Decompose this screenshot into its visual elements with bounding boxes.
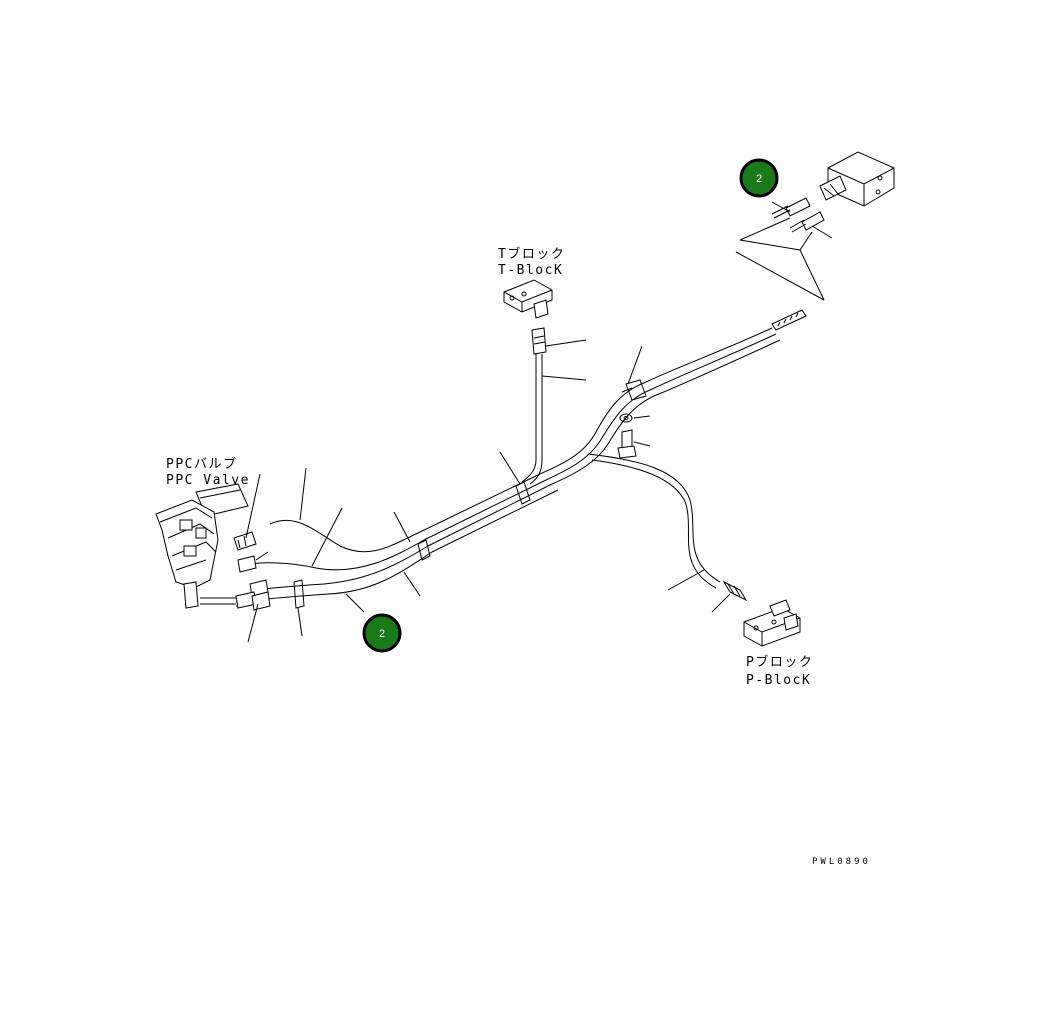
callout-badge-top[interactable]: 2 (739, 158, 779, 198)
callout-badge-bottom[interactable]: 2 (362, 613, 402, 653)
callout-number: 2 (379, 628, 385, 640)
callout-circle (362, 613, 402, 653)
bolt-and-washer (617, 345, 651, 459)
ppc-valve-label-en: PPC Valve (166, 473, 250, 488)
t-block-label-en: T-BlocK (498, 263, 563, 278)
ppc-valve (155, 467, 421, 643)
drawing-code: PWL0890 (812, 857, 871, 867)
p-block (743, 599, 801, 647)
p-block-label-jp: Pブロック (746, 654, 813, 670)
callout-circle (739, 158, 779, 198)
p-block-branch (587, 453, 748, 613)
t-block-label-jp: Tブロック (498, 246, 565, 262)
top-right-valve-assembly (735, 151, 895, 301)
t-block (499, 279, 587, 485)
ppc-valve-label-jp: PPCバルブ (166, 456, 237, 472)
main-hose-bundle (235, 309, 807, 607)
callout-number: 2 (756, 173, 762, 185)
p-block-label-en: P-BlocK (746, 673, 811, 688)
